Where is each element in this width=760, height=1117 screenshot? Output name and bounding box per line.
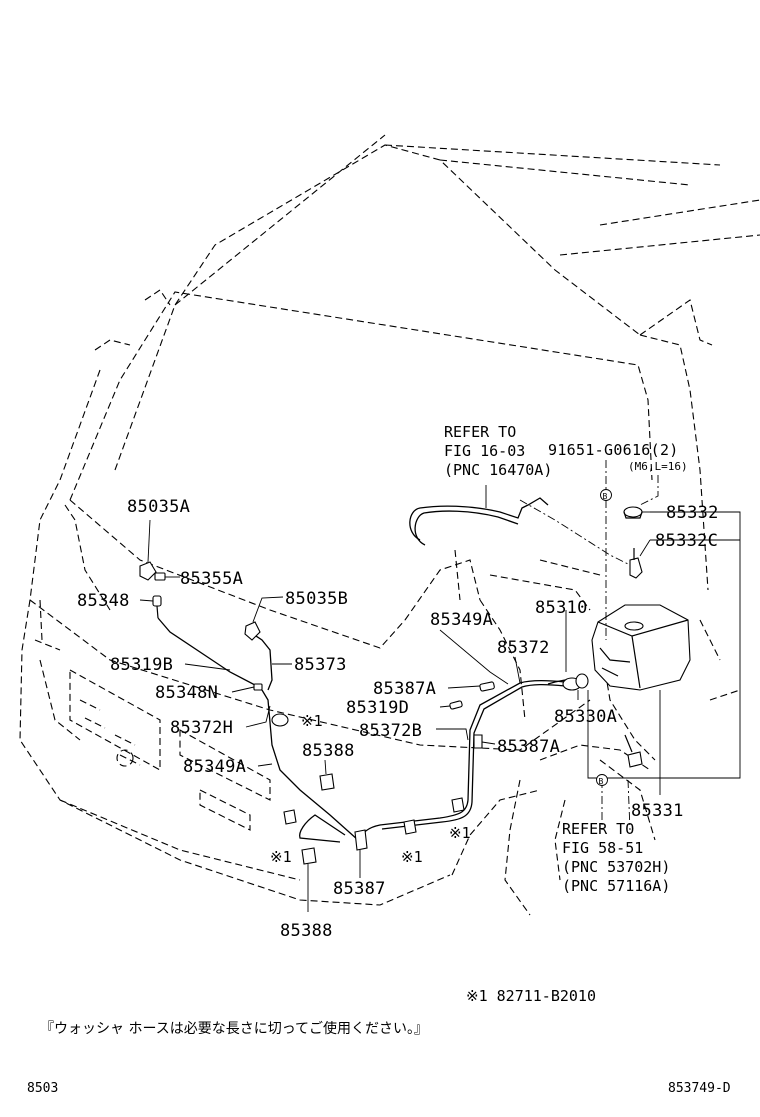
svg-text:B: B (603, 492, 608, 501)
bracket-bolt[interactable] (629, 548, 643, 579)
reservoir-cap[interactable] (623, 506, 643, 519)
label-85387[interactable]: 85387 (333, 879, 386, 899)
mark-1-b: ※1 (449, 824, 471, 842)
refer-block-fig-58-51: REFER TO FIG 58-51 (PNC 53702H) (PNC 571… (562, 820, 670, 895)
label-85388-upper[interactable]: 85388 (302, 741, 355, 761)
drain-part (624, 734, 643, 768)
label-85348n[interactable]: 85348N (155, 683, 218, 703)
leader-lines (139, 460, 741, 912)
clip-mark1-b[interactable] (451, 797, 465, 813)
label-85332c[interactable]: 85332C (655, 531, 718, 551)
circled-b-mark-1: B (600, 489, 612, 501)
svg-text:B: B (599, 777, 604, 786)
mark-1-a: ※1 (301, 712, 323, 730)
joint-85348[interactable] (152, 595, 162, 619)
label-85330a[interactable]: 85330A (554, 707, 617, 727)
clip-mark1-d[interactable] (283, 809, 297, 825)
joint-85319d[interactable] (449, 700, 463, 710)
ref2-line3: (PNC 53702H) (562, 858, 670, 876)
nozzle-85035b[interactable] (244, 621, 261, 641)
hose-85372b (381, 683, 566, 830)
label-85355a[interactable]: 85355A (180, 569, 243, 589)
clip-mark1-c[interactable] (403, 819, 417, 835)
label-85319d[interactable]: 85319D (346, 698, 409, 718)
mark-1-d: ※1 (270, 848, 292, 866)
ref2-line1: REFER TO (562, 820, 634, 838)
vehicle-body-outline (19, 134, 760, 916)
hose-85319b (157, 617, 256, 686)
label-85372h[interactable]: 85372H (170, 718, 233, 738)
clamp-85388-upper[interactable] (319, 773, 335, 791)
hose-loop (299, 814, 346, 843)
ref2-line4: (PNC 57116A) (562, 877, 670, 895)
label-85373[interactable]: 85373 (294, 655, 347, 675)
refer-block-fig-16-03: REFER TO FIG 16-03 (PNC 16470A) (444, 423, 552, 479)
japanese-note: 『ウォッシャ ホースは必要な長さに切ってご使用ください。』 (40, 1020, 428, 1037)
hose-85373 (249, 631, 273, 691)
clip-85387a-right[interactable] (473, 734, 483, 749)
label-85331[interactable]: 85331 (631, 801, 684, 821)
label-85388-lower[interactable]: 85388 (280, 921, 333, 941)
clip-85387[interactable] (354, 829, 368, 851)
hose-85372h (261, 689, 359, 841)
ref2-line2: FIG 58-51 (562, 839, 643, 857)
label-85332[interactable]: 85332 (666, 503, 719, 523)
clip-mark1-a[interactable] (271, 713, 289, 727)
hose-refer-16 (409, 497, 549, 541)
nozzle-85035a[interactable] (139, 561, 157, 581)
label-85372[interactable]: 85372 (497, 638, 550, 658)
label-85035b[interactable]: 85035B (285, 589, 348, 609)
label-85349a-center[interactable]: 85349A (430, 610, 493, 630)
washer-hoses (157, 497, 566, 843)
label-85387a-upper[interactable]: 85387A (373, 679, 436, 699)
label-bolt[interactable]: 91651-G0616(2) (548, 441, 679, 459)
label-85348[interactable]: 85348 (77, 591, 130, 611)
footnote-part-number: ※1 82711-B2010 (466, 987, 596, 1005)
label-85349a-left[interactable]: 85349A (183, 757, 246, 777)
washer-reservoir[interactable] (547, 604, 691, 691)
joint-85348n[interactable] (253, 683, 263, 691)
clip-85387a-upper[interactable] (479, 681, 495, 692)
label-85319b[interactable]: 85319B (110, 655, 173, 675)
mark-labels: ※1 ※1 ※1 ※1 (270, 712, 471, 866)
clamp-85388-lower[interactable] (301, 847, 317, 865)
ref1-line2: FIG 16-03 (444, 442, 525, 460)
ref1-line3: (PNC 16470A) (444, 461, 552, 479)
footer-left-code: 8503 (27, 1081, 58, 1096)
label-85372b[interactable]: 85372B (359, 721, 422, 741)
circled-b-mark-2: B (596, 774, 608, 786)
washer-pump[interactable] (547, 673, 589, 691)
ref1-line1: REFER TO (444, 423, 516, 441)
label-bolt-size: (M6,L=16) (628, 460, 688, 473)
mark-1-c: ※1 (401, 848, 423, 866)
label-85310[interactable]: 85310 (535, 598, 588, 618)
part-labels: 85035A 85355A 85348 85035B 85319B 85373 … (77, 441, 719, 941)
label-85387a-right[interactable]: 85387A (497, 737, 560, 757)
footer-right-code: 853749-D (668, 1081, 731, 1096)
label-85035a[interactable]: 85035A (127, 497, 190, 517)
clip-85355a[interactable] (154, 572, 166, 581)
